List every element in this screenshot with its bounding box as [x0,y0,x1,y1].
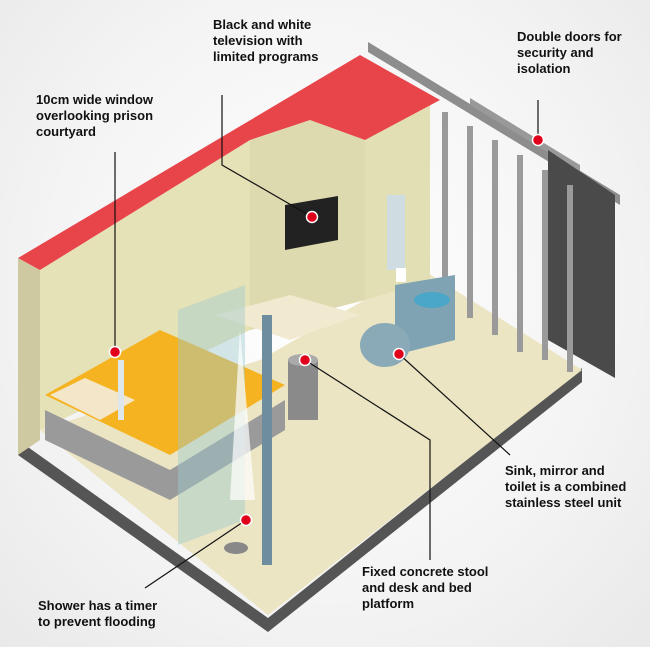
outer-door [548,150,615,378]
label-television: Black and white television with limited … [213,17,318,65]
back-wall [40,140,250,430]
leader-lines [114,95,539,589]
label-line: toilet is a combined [505,479,627,494]
label-line: Double doors for [517,29,622,44]
leader-sink [398,353,511,456]
label-doors: Double doors for security and isolation [517,29,622,77]
pillow [50,378,135,420]
label-shower: Shower has a timer to prevent flooding [38,598,157,630]
label-line: platform [362,596,414,611]
marker-doors[interactable] [531,133,545,147]
toilet-roll [396,268,406,282]
bed-mattress [45,330,285,455]
label-line: courtyard [36,124,96,139]
label-line: television with [213,33,303,48]
label-sink: Sink, mirror and toilet is a combined st… [505,463,626,511]
marker-stool[interactable] [298,353,312,367]
sink-basin [414,292,450,308]
label-line: stainless steel unit [505,495,622,510]
label-line: 10cm wide window [36,92,154,107]
label-line: Sink, mirror and [505,463,605,478]
shower-screen [178,285,245,545]
marker-television[interactable] [305,210,319,224]
shower-pole [262,315,272,565]
leader-television [221,95,313,218]
marker-sink[interactable] [392,347,406,361]
label-line: security and [517,45,594,60]
mirror [387,195,405,270]
label-line: to prevent flooding [38,614,156,629]
shower-drain [224,542,248,554]
label-line: overlooking prison [36,108,154,123]
leader-shower [144,519,247,589]
label-line: and desk and bed [362,580,472,595]
desk [215,295,360,340]
label-line: limited programs [213,49,319,64]
window-slit [118,360,124,420]
stool [288,360,318,420]
toilet [360,323,410,367]
floor [40,268,582,615]
label-line: Shower has a timer [38,598,158,613]
shower-spray [230,330,255,500]
label-stool: Fixed concrete stool and desk and bed pl… [362,564,488,612]
label-line: Black and white [213,17,312,32]
marker-window[interactable] [108,345,122,359]
cell-bars [442,112,573,372]
leader-stool [304,359,431,560]
label-window: 10cm wide window overlooking prison cour… [36,92,153,140]
label-line: isolation [517,61,571,76]
marker-shower[interactable] [239,513,253,527]
wall-top-red [18,55,440,270]
label-line: Fixed concrete stool [362,564,489,579]
left-wall [18,258,40,455]
